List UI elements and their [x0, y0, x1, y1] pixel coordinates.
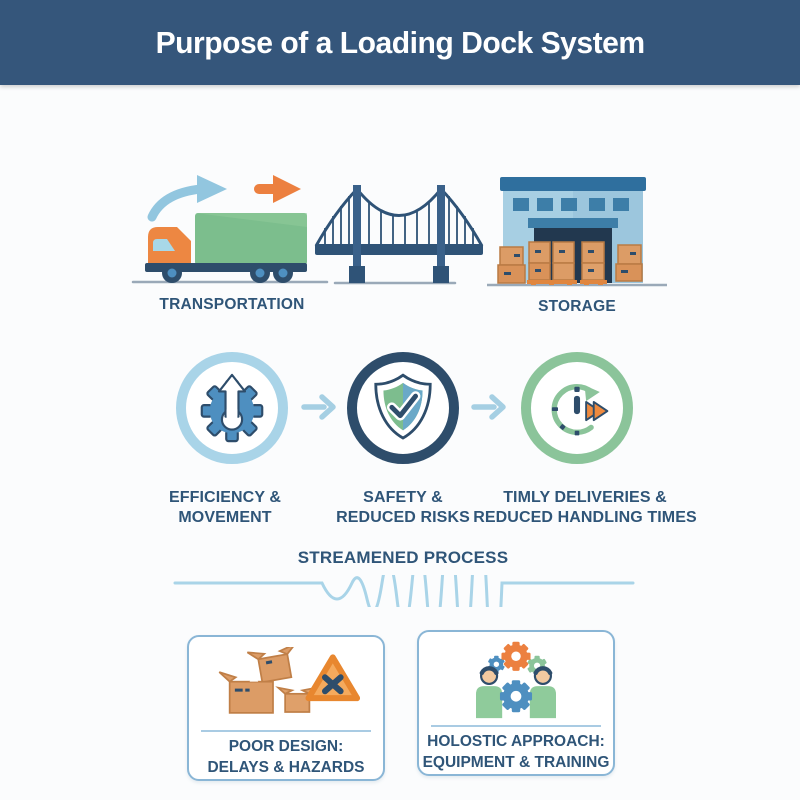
label-line: TIMLY DELIVERIES &: [503, 489, 667, 506]
streamlined-process-label: STREAMENED PROCESS: [297, 548, 509, 567]
card-text: POOR DESIGN: DELAYS & HAZARDS: [207, 736, 364, 778]
card-text: HOLOSTIC APPROACH: EQUIPMENT & TRAINING: [423, 731, 610, 773]
efficiency-label: EFFICIENCY & MOVEMENT: [115, 488, 335, 528]
bridge-suspender-cables: [324, 196, 474, 246]
card-divider: [201, 730, 371, 732]
label-line: REDUCED RISKS: [336, 509, 470, 526]
page-title: Purpose of a Loading Dock System: [155, 24, 645, 60]
damaged-boxes-warning-icon: [218, 647, 361, 714]
pallets: [527, 280, 607, 285]
squiggle-line-icon: [173, 575, 635, 607]
straight-arrow-icon: [254, 175, 301, 203]
safety-label: SAFETY & REDUCED RISKS: [293, 488, 513, 528]
gear-up-arrow-icon: [200, 373, 264, 443]
warehouse-icon: [487, 177, 667, 287]
warning-triangle-icon: [305, 654, 361, 702]
clock-speed-icon: [551, 384, 609, 436]
person-left: [476, 666, 503, 719]
fast-forward-arrow: [585, 400, 609, 422]
person-right: [529, 666, 556, 719]
team-gears-icon: [476, 641, 556, 719]
card-divider: [431, 725, 601, 727]
transportation-label: TRANSPORTATION: [159, 296, 305, 313]
box-markings: [234, 660, 273, 692]
warehouse-windows: [513, 198, 629, 211]
card-line: EQUIPMENT & TRAINING: [422, 754, 610, 771]
warehouse-boxes: [497, 241, 643, 284]
bridge-icon: [314, 185, 484, 285]
step-arrow-icon: [471, 394, 506, 420]
card-icon-area: [460, 640, 572, 722]
shield-check-icon: [374, 373, 432, 440]
truck-icon: [131, 175, 329, 284]
box-markings: [504, 250, 636, 275]
label-line: SAFETY &: [363, 489, 443, 506]
efficiency-circle: [176, 352, 288, 464]
card-line: DELAYS & HAZARDS: [207, 759, 365, 776]
timely-label: TIMLY DELIVERIES & REDUCED HANDLING TIME…: [465, 488, 705, 528]
orange-gear: [501, 641, 531, 671]
card-icon-area: [202, 645, 370, 727]
storage-label: STORAGE: [538, 298, 616, 315]
header-bar: Purpose of a Loading Dock System: [0, 0, 800, 85]
label-line: MOVEMENT: [178, 509, 272, 526]
step-arrow-icon: [301, 394, 336, 420]
timely-circle: [521, 352, 633, 464]
label-line: EFFICIENCY &: [168, 489, 282, 506]
curved-arrow-icon: [147, 175, 227, 222]
holistic-approach-card: HOLOSTIC APPROACH: EQUIPMENT & TRAINING: [417, 630, 615, 776]
card-line: HOLOSTIC APPROACH:: [427, 733, 605, 750]
center-blue-gear: [499, 680, 533, 713]
poor-design-card: POOR DESIGN: DELAYS & HAZARDS: [187, 635, 385, 781]
safety-circle: [347, 352, 459, 464]
card-line: POOR DESIGN:: [228, 738, 344, 755]
clock-ticks: [551, 386, 581, 436]
label-line: REDUCED HANDLING TIMES: [473, 509, 697, 526]
